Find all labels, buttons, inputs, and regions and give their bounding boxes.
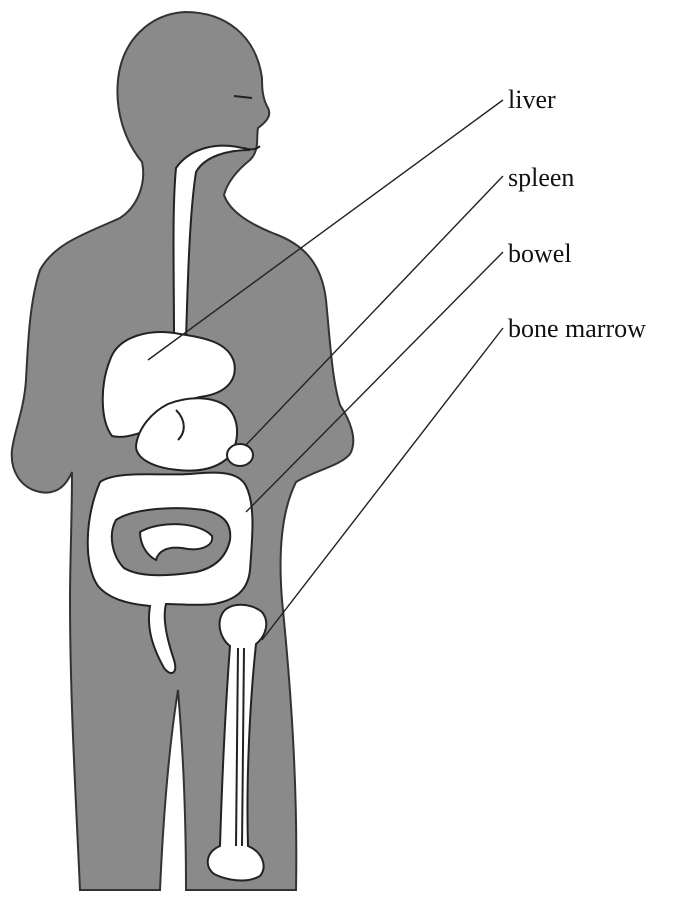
label-bone-marrow: bone marrow [508, 314, 646, 343]
label-liver: liver [508, 85, 556, 114]
label-bowel: bowel [508, 239, 572, 268]
label-spleen: spleen [508, 163, 574, 192]
spleen-organ [227, 444, 253, 466]
